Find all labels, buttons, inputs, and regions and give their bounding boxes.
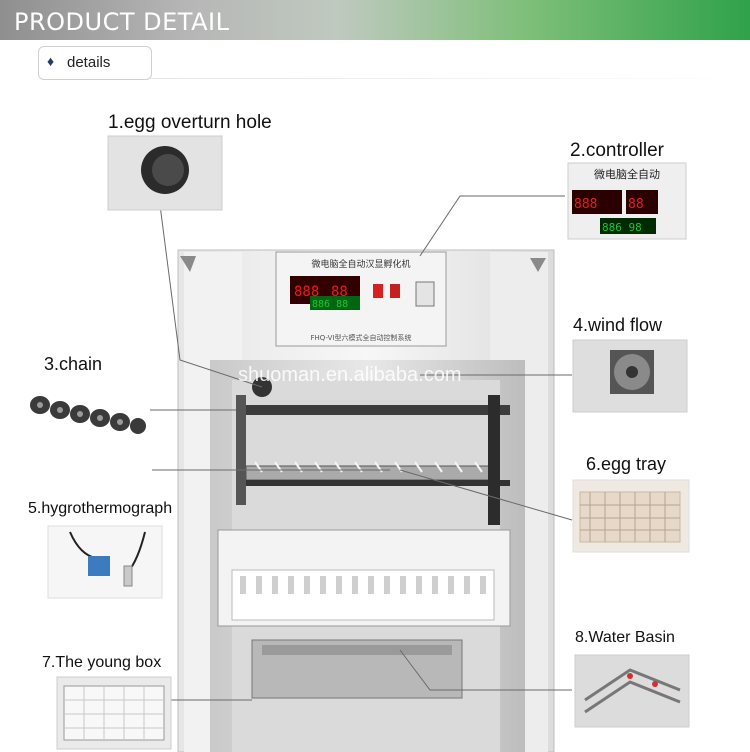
label-controller: 2.controller bbox=[570, 140, 664, 161]
svg-text:886 88: 886 88 bbox=[312, 299, 348, 310]
details-label: details bbox=[67, 54, 111, 71]
watermark: shuoman.en.alibaba.com bbox=[238, 364, 462, 386]
page-title: PRODUCT DETAIL bbox=[14, 8, 230, 36]
water-basin-thumb bbox=[574, 654, 690, 728]
label-hygrothermograph: 5.hygrothermograph bbox=[28, 500, 173, 517]
wind-flow-thumb bbox=[572, 339, 688, 413]
water-basin bbox=[251, 639, 463, 699]
svg-text:888: 888 bbox=[574, 197, 597, 212]
panel-model: FHQ-VI型六模式全自动控制系统 bbox=[311, 333, 412, 342]
label-egg-overturn-hole: 1.egg overturn hole bbox=[108, 112, 272, 133]
panel-title: 微电脑全自动汉显孵化机 bbox=[311, 258, 410, 270]
label-young-box: 7.The young box bbox=[42, 654, 162, 671]
controller-thumb-title: 微电脑全自动 bbox=[594, 167, 660, 181]
egg-tray-thumb bbox=[572, 479, 690, 553]
svg-text:88: 88 bbox=[628, 197, 644, 212]
details-tab[interactable]: ♦ details bbox=[38, 46, 152, 80]
svg-text:886 98: 886 98 bbox=[602, 221, 642, 234]
egg-overturn-hole-thumb bbox=[107, 135, 223, 211]
divider bbox=[150, 78, 750, 79]
label-wind-flow: 4.wind flow bbox=[573, 315, 663, 335]
label-chain: 3.chain bbox=[44, 354, 103, 374]
header-banner: PRODUCT DETAIL bbox=[0, 0, 750, 40]
chain-thumb bbox=[28, 378, 146, 438]
controller-thumb: 微电脑全自动 888 88 886 98 bbox=[567, 162, 687, 240]
young-box-thumb bbox=[56, 676, 172, 750]
leader-lines bbox=[150, 195, 573, 701]
controller-panel: 微电脑全自动汉显孵化机 888 88 886 88 FHQ-VI型六模式全自动控… bbox=[275, 251, 447, 347]
young-box-crate bbox=[217, 529, 511, 627]
label-water-basin: 8.Water Basin bbox=[575, 629, 675, 646]
diamond-icon: ♦ bbox=[47, 53, 55, 69]
hygrothermograph-thumb bbox=[47, 525, 163, 599]
label-egg-tray: 6.egg tray bbox=[586, 454, 667, 474]
